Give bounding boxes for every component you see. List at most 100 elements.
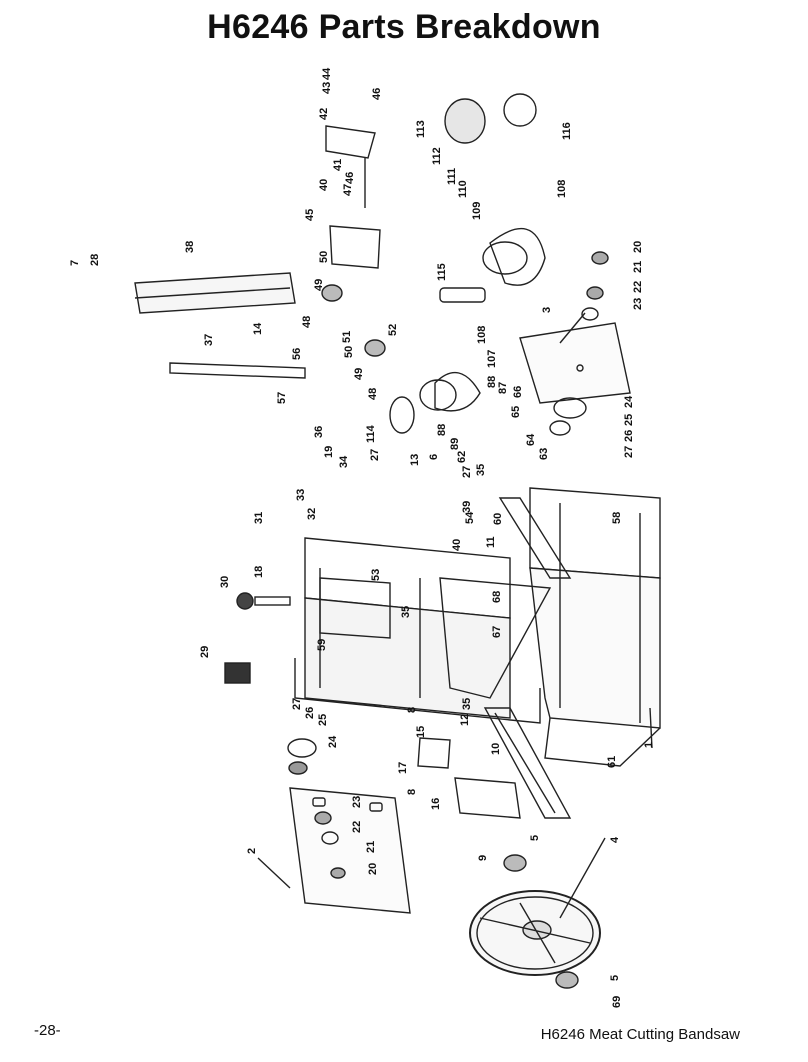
callout-28: 28 — [89, 254, 101, 266]
callout-40-top: 40 — [318, 179, 330, 191]
callout-36: 36 — [313, 426, 325, 438]
callout-11: 11 — [485, 536, 497, 548]
callout-108-mid: 108 — [476, 326, 488, 344]
callout-109: 109 — [471, 202, 483, 220]
callout-89: 89 — [449, 438, 461, 450]
callout-32: 32 — [306, 508, 318, 520]
callout-41: 41 — [332, 159, 344, 171]
callout-8: 8 — [406, 707, 418, 713]
callout-50-top: 50 — [318, 251, 330, 263]
callout-114: 114 — [365, 424, 377, 443]
callout-112: 112 — [431, 147, 443, 165]
callout-2: 2 — [246, 848, 258, 854]
callout-8b: 8 — [406, 789, 418, 795]
callout-4: 4 — [609, 836, 621, 843]
callout-39: 39 — [461, 501, 473, 513]
callout-43: 43 — [321, 82, 333, 94]
callout-69: 69 — [611, 996, 623, 1008]
callout-25-bottom: 25 — [317, 714, 329, 726]
callout-56: 56 — [291, 348, 303, 360]
callout-46-mid: 46 — [344, 172, 356, 184]
callout-66: 66 — [512, 386, 524, 398]
callout-31: 31 — [253, 512, 265, 524]
callout-61: 61 — [606, 756, 618, 768]
callout-57: 57 — [276, 392, 288, 404]
callout-5: 5 — [529, 835, 541, 841]
callout-58: 58 — [611, 512, 623, 524]
callout-113: 113 — [415, 120, 427, 138]
callout-67: 67 — [491, 626, 503, 638]
callout-48-bottom: 48 — [367, 388, 379, 400]
callout-14: 14 — [252, 322, 264, 335]
callout-59: 59 — [316, 639, 328, 651]
callout-26-bottom: 26 — [304, 707, 316, 719]
callout-20-bottom: 20 — [367, 863, 379, 875]
callout-24-top: 24 — [623, 395, 635, 408]
callout-7: 7 — [69, 260, 81, 266]
callout-54: 54 — [464, 511, 476, 524]
callout-24-bottom: 24 — [327, 735, 339, 748]
manual-name: H6246 Meat Cutting Bandsaw — [540, 1026, 740, 1043]
callout-40-mid: 40 — [451, 539, 463, 551]
callout-52: 52 — [387, 324, 399, 336]
callout-27-bottom: 27 — [291, 698, 303, 710]
callout-44: 44 — [321, 67, 333, 80]
callout-27-mid: 27 — [369, 449, 381, 461]
callout-45: 45 — [304, 209, 316, 221]
callout-30: 30 — [219, 576, 231, 588]
callout-21-top: 21 — [632, 261, 644, 273]
callout-107: 107 — [486, 350, 498, 368]
callout-108-top: 108 — [556, 180, 568, 198]
callout-63: 63 — [538, 448, 550, 460]
callout-115: 115 — [436, 263, 448, 281]
callout-110: 110 — [457, 180, 469, 198]
callout-62: 62 — [456, 451, 468, 463]
callout-53: 53 — [370, 569, 382, 581]
callout-42: 42 — [318, 108, 330, 120]
callout-17: 17 — [397, 762, 409, 774]
callout-13: 13 — [409, 454, 421, 466]
callout-47: 47 — [342, 184, 354, 196]
callout-116: 116 — [561, 122, 573, 140]
callout-20-top: 20 — [632, 241, 644, 253]
callout-22-bottom: 22 — [351, 821, 363, 833]
callout-29: 29 — [199, 646, 211, 658]
callout-26-top: 26 — [623, 430, 635, 442]
callout-16: 16 — [430, 798, 442, 810]
callout-49-bottom: 49 — [353, 368, 365, 380]
page-title: H6246 Parts Breakdown — [207, 8, 601, 46]
callout-88-top: 88 — [486, 376, 498, 388]
callout-37: 37 — [203, 334, 215, 346]
callout-49-top: 49 — [313, 279, 325, 291]
callout-68: 68 — [491, 591, 503, 603]
callout-65: 65 — [510, 406, 522, 418]
callout-5b: 5 — [609, 975, 621, 981]
parts-exploded-diagram: 1 2 3 4 5 5 6 7 8 8 9 10 11 12 13 14 15 … — [40, 58, 720, 1008]
callout-88-mid: 88 — [436, 424, 448, 436]
callout-38: 38 — [184, 241, 196, 253]
callout-60: 60 — [492, 513, 504, 525]
callout-15: 15 — [415, 726, 427, 738]
callout-12: 12 — [459, 714, 471, 726]
callout-64: 64 — [525, 433, 537, 446]
callout-3: 3 — [541, 307, 553, 313]
callout-22-top: 22 — [632, 281, 644, 293]
callout-6: 6 — [428, 454, 440, 460]
callout-34: 34 — [338, 455, 350, 468]
callout-23-bottom: 23 — [351, 796, 363, 808]
callout-35-c: 35 — [461, 698, 473, 710]
callout-18: 18 — [253, 566, 265, 578]
callout-111: 111 — [446, 168, 458, 185]
callout-21-bottom: 21 — [365, 841, 377, 853]
callout-51: 51 — [341, 331, 353, 343]
callout-33: 33 — [295, 489, 307, 501]
callout-19: 19 — [323, 446, 335, 458]
callout-27-mid2: 27 — [461, 466, 473, 478]
callout-10: 10 — [490, 743, 502, 755]
callout-27-top: 27 — [623, 446, 635, 458]
callout-23-top: 23 — [632, 298, 644, 310]
callout-35-b: 35 — [400, 606, 412, 618]
callout-35-a: 35 — [475, 464, 487, 476]
callout-46-top: 46 — [371, 88, 383, 100]
callout-25-top: 25 — [623, 414, 635, 426]
